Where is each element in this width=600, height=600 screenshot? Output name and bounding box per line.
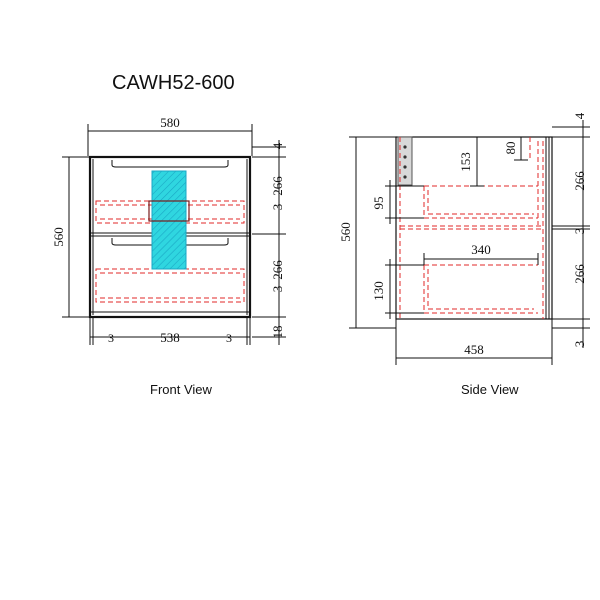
side-gap-bottom-label: 3 bbox=[572, 341, 587, 348]
side-internal-dimensions bbox=[385, 137, 539, 319]
side-upper-drawer-height-label: 95 bbox=[371, 197, 386, 210]
front-right-dimension-chain bbox=[252, 140, 286, 345]
side-rail-label: 80 bbox=[503, 142, 518, 155]
side-upper-drawer-depth-label: 153 bbox=[458, 152, 473, 172]
front-bottom-dimension-chain bbox=[89, 317, 251, 345]
side-wall-bracket bbox=[397, 136, 413, 186]
side-view-caption: Side View bbox=[461, 382, 519, 397]
front-gap-mid-label: 3 bbox=[270, 286, 285, 293]
front-side-right-label: 3 bbox=[226, 331, 232, 345]
front-view: 580 560 bbox=[51, 115, 286, 345]
side-lower-drawer-height-label: 130 bbox=[371, 281, 386, 301]
front-width-label: 580 bbox=[160, 115, 180, 130]
front-view-caption: Front View bbox=[150, 382, 212, 397]
front-top-gap-label: 4 bbox=[270, 142, 285, 149]
front-drawer-top-label: 266 bbox=[270, 176, 285, 196]
front-inner-width-label: 538 bbox=[160, 330, 180, 345]
side-drawer-top-label: 266 bbox=[572, 171, 587, 191]
side-height-dimension bbox=[349, 136, 396, 329]
side-top-gap-label: 4 bbox=[572, 112, 587, 119]
side-gap-mid-label: 3 bbox=[572, 228, 587, 235]
front-width-dimension bbox=[87, 124, 253, 156]
side-depth-dimension bbox=[395, 319, 553, 365]
side-height-label: 560 bbox=[338, 222, 353, 242]
front-drawer-bottom-label: 266 bbox=[270, 260, 285, 280]
side-depth-label: 458 bbox=[464, 342, 484, 357]
side-cabinet-outline bbox=[395, 136, 553, 320]
front-handle bbox=[148, 170, 190, 270]
side-view: 560 bbox=[338, 112, 590, 365]
front-gap-top-label: 3 bbox=[270, 204, 285, 211]
front-height-label: 560 bbox=[51, 227, 66, 247]
front-kick-label: 18 bbox=[270, 326, 285, 339]
front-side-left-label: 3 bbox=[108, 331, 114, 345]
side-right-dimension-chain bbox=[552, 120, 590, 348]
side-lower-drawer-depth-label: 340 bbox=[471, 242, 491, 257]
model-title: CAWH52-600 bbox=[112, 72, 235, 94]
side-drawer-bottom-label: 266 bbox=[572, 264, 587, 284]
front-height-dimension bbox=[62, 156, 90, 318]
